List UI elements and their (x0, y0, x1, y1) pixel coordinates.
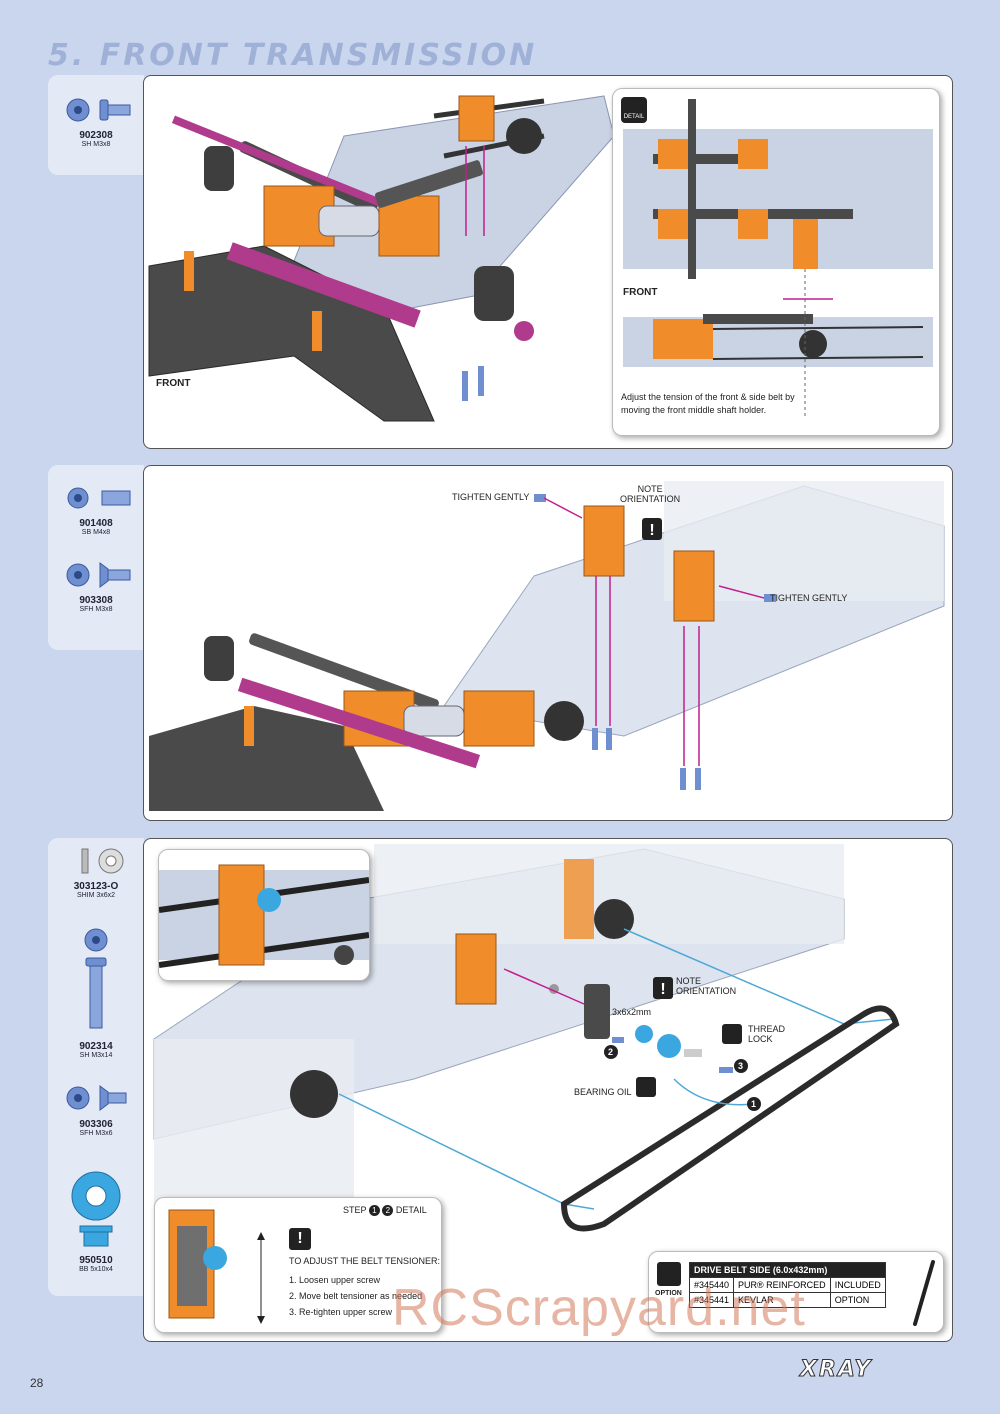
svg-text:!: ! (660, 981, 665, 998)
option-box: OPTION DRIVE BELT SIDE (6.0x432mm) #3454… (648, 1251, 944, 1333)
shim-icon (81, 848, 124, 874)
belt-icon (913, 1260, 935, 1326)
step-detail-title-suffix: DETAIL (395, 1205, 427, 1215)
step-detail-item: 1. Loosen upper screw (289, 1275, 381, 1285)
ball-bearing-icon (71, 1171, 121, 1247)
part-code: 303123-O (73, 881, 119, 892)
part-desc: SH M3x8 (81, 141, 111, 148)
part-code: 903306 (79, 1119, 113, 1130)
detail-box: DETAIL FRONT Adjust the tension of the f… (612, 88, 940, 436)
detail-front-label: FRONT (623, 287, 658, 298)
part-desc: SB M4x8 (81, 529, 111, 536)
part-code: 901408 (79, 518, 113, 529)
detail-badge: DETAIL (621, 97, 647, 123)
step1-panel: FRONT DETAIL FRONT Adjust the tension of… (143, 75, 953, 449)
part-303123-o: 303123-O SHIM 3x6x2 (48, 846, 144, 899)
tensioner-inset-illustration (159, 864, 369, 968)
thumbs-up-icon (657, 1262, 681, 1286)
step-marker-2: 2 (608, 1047, 614, 1057)
option-row: #345440 PUR® REINFORCED INCLUDED (688, 1277, 886, 1293)
tensioner-inset (158, 849, 370, 981)
part-950510: 950510 BB 5x10x4 (48, 1168, 144, 1273)
set-screw-icon (67, 487, 131, 509)
step-detail-heading: TO ADJUST THE BELT TENSIONER: (289, 1256, 441, 1266)
parts-tab-step2: 901408 SB M4x8 903308 SFH M3x8 (48, 465, 144, 650)
step-detail-item: 3. Re-tighten upper screw (289, 1307, 393, 1317)
option-part: #345441 (688, 1292, 735, 1308)
socket-head-screw-icon (66, 98, 131, 122)
svg-text:!: ! (649, 522, 654, 539)
step1-assembly-illustration (148, 95, 615, 422)
front-label: FRONT (156, 378, 191, 389)
socket-head-screw-icon (84, 928, 108, 1029)
step-detail-illustration (168, 1209, 265, 1324)
step-detail-title-prefix: STEP (343, 1205, 367, 1215)
parts-tab-step1: 902308 SH M3x8 (48, 75, 144, 175)
step2-panel: ! TIGHTEN GENTLY TIGHTEN GENTLY NOTE ORI… (143, 465, 953, 821)
flat-head-screw-icon (66, 562, 131, 588)
part-code: 902314 (79, 1041, 113, 1052)
part-903306: 903306 SFH M3x6 (48, 1082, 144, 1137)
note-orientation-label: NOTE ORIENTATION (676, 976, 737, 996)
option-table: DRIVE BELT SIDE (6.0x432mm) #345440 PUR®… (688, 1262, 886, 1308)
option-material: KEVLAR (733, 1292, 831, 1308)
option-row: #345441 KEVLAR OPTION (688, 1292, 886, 1308)
bearing-oil-label: BEARING OIL (574, 1087, 632, 1097)
thread-lock-label: THREAD LOCK (748, 1024, 786, 1044)
part-desc: BB 5x10x4 (79, 1266, 113, 1273)
detail-note: Adjust the tension of the front & side b… (621, 392, 795, 415)
part-903308: 903308 SFH M3x8 (48, 560, 144, 613)
part-desc: SFH M3x8 (79, 606, 113, 613)
step-marker-3: 3 (738, 1061, 744, 1071)
page-number: 28 (30, 1376, 44, 1390)
part-902314: 902314 SH M3x14 (48, 926, 144, 1059)
tighten-gently-label-2: TIGHTEN GENTLY (770, 593, 848, 603)
warning-icon: ! (289, 1228, 311, 1250)
step-marker-1: 1 (751, 1099, 757, 1109)
step-detail-item: 2. Move belt tensioner as needed (289, 1291, 423, 1301)
option-badge: OPTION (655, 1290, 682, 1297)
part-desc: SFH M3x6 (79, 1130, 113, 1137)
parts-tab-step3: 303123-O SHIM 3x6x2 902314 SH M3x14 9033… (48, 838, 144, 1296)
flat-head-screw-icon (66, 1085, 127, 1111)
part-code: 902308 (79, 130, 113, 141)
part-code: 950510 (79, 1255, 113, 1266)
part-desc: SHIM 3x6x2 (76, 892, 116, 899)
step-detail-title: STEP 1 2 DETAIL (343, 1205, 427, 1216)
option-status: INCLUDED (829, 1277, 886, 1293)
note-orientation-label: NOTE ORIENTATION (620, 484, 681, 504)
part-desc: SH M3x14 (79, 1052, 113, 1059)
step-detail-list: 1. Loosen upper screw 2. Move belt tensi… (289, 1272, 422, 1320)
section-title: 5. FRONT TRANSMISSION (48, 38, 538, 73)
option-status: OPTION (829, 1292, 886, 1308)
option-table-header: DRIVE BELT SIDE (6.0x432mm) (689, 1262, 886, 1278)
shim-size-label: 3x6x2mm (612, 1007, 652, 1017)
detail-illustration (623, 99, 933, 419)
part-code: 903308 (79, 595, 113, 606)
step2-assembly-illustration: ! (149, 481, 945, 811)
step-number-1-badge: 1 (368, 1205, 380, 1216)
brand-logo: XRAY (799, 1357, 873, 1383)
watermark: RCScrapyard.net (392, 1279, 806, 1337)
step-number-2-badge: 2 (382, 1205, 394, 1216)
step-detail-box: STEP 1 2 DETAIL ! TO ADJUST THE BELT TEN… (154, 1197, 442, 1333)
tighten-gently-label-1: TIGHTEN GENTLY (452, 492, 530, 502)
part-901408: 901408 SB M4x8 (48, 483, 144, 536)
step3-panel: ! 1 2 3 NOTE ORIENTATION 3x6x2mm THREAD … (143, 838, 953, 1342)
part-902308: 902308 SH M3x8 (48, 95, 144, 148)
